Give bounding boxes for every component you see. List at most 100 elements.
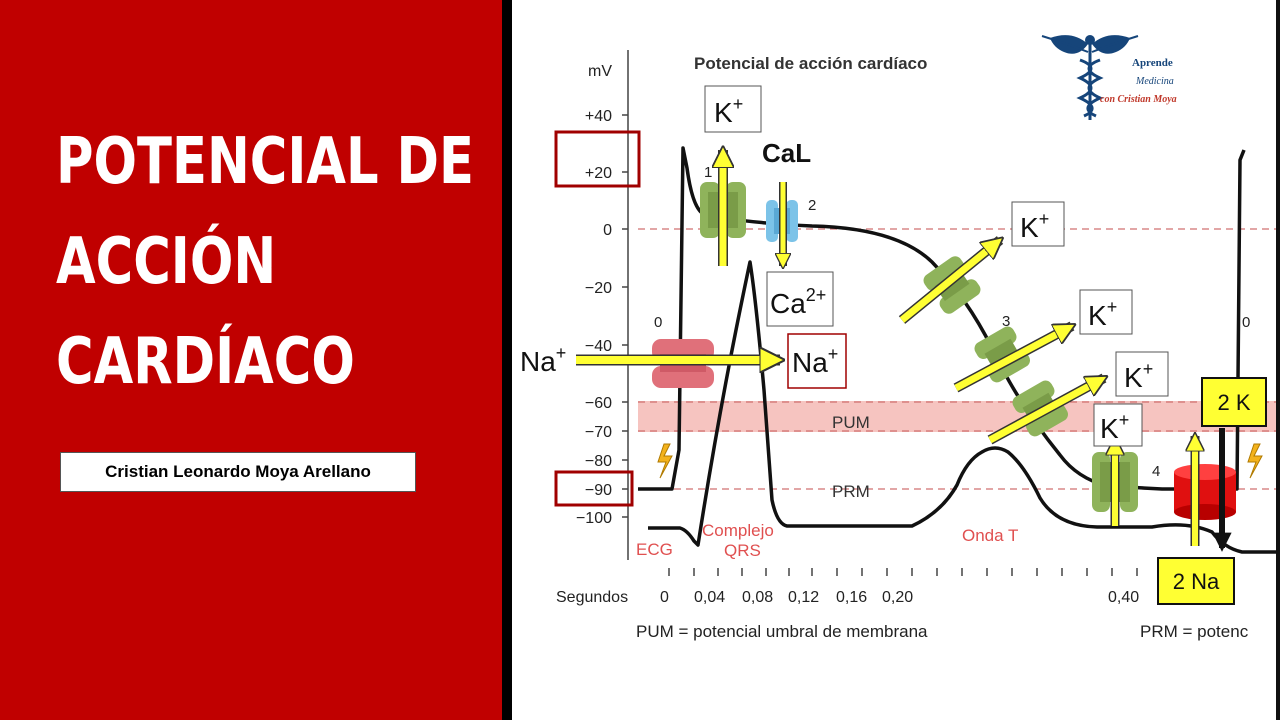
y-tick-labels: mV +40 +20 0 −20 −40 −60 −70 −80 −90 −10… [576, 63, 612, 527]
svg-text:K+: K+ [1020, 209, 1049, 243]
lightning-icon [657, 443, 673, 479]
ion-charge: + [556, 343, 567, 363]
sodium-potassium-pump [1174, 464, 1236, 520]
pump-na-text: 2 Na [1173, 569, 1220, 594]
ion-box-k-phase3-a: K+ [1011, 201, 1065, 247]
ion-symbol: Na [520, 346, 556, 377]
ion-symbol: K [1124, 362, 1143, 393]
svg-text:Ca2+: Ca2+ [770, 285, 826, 319]
ion-symbol: K [714, 97, 733, 128]
x-tick-label: 0,12 [788, 589, 819, 606]
ecg-label: ECG [636, 540, 673, 559]
qrs-label-line-2: QRS [724, 541, 761, 560]
logo-line-1: Aprende [1132, 57, 1173, 69]
x-tick-label: 0,04 [694, 589, 725, 606]
logo-line-2: Medicina [1135, 76, 1174, 87]
pum-label: PUM [832, 413, 870, 432]
y-tick-label: −20 [585, 280, 612, 297]
action-potential-diagram: mV +40 +20 0 −20 −40 −60 −70 −80 −90 −10… [520, 0, 1280, 720]
pump-k-text: 2 K [1217, 390, 1250, 415]
ion-box-k-phase4: K+ [1093, 403, 1143, 447]
x-tick-label: 0 [660, 589, 669, 606]
ion-charge: + [733, 94, 744, 114]
ecg-curve [648, 260, 1280, 554]
svg-text:K+: K+ [714, 94, 743, 128]
pump-label-na: 2 Na [1157, 557, 1235, 605]
phase-label: 3 [1002, 313, 1010, 330]
author-name: Cristian Leonardo Moya Arellano [105, 462, 371, 481]
ion-symbol: K [1020, 212, 1039, 243]
x-tick-label: 0,16 [836, 589, 867, 606]
ion-charge: + [1107, 297, 1118, 317]
ion-symbol: Ca [770, 288, 806, 319]
caduceus-icon [1041, 35, 1139, 120]
potassium-efflux-arrow [899, 240, 1000, 323]
y-tick-label: −70 [585, 424, 612, 441]
ion-charge: + [1143, 359, 1154, 379]
highlight-box-plus20 [554, 130, 641, 188]
ion-symbol: K [1088, 300, 1107, 331]
ion-symbol: Na [792, 347, 828, 378]
footnote-pum: PUM = potencial umbral de membrana [636, 622, 928, 641]
svg-text:K+: K+ [1088, 297, 1117, 331]
potassium-efflux-arrow [954, 322, 1072, 392]
x-axis-ticks [668, 568, 1138, 576]
ion-charge: 2+ [806, 285, 827, 305]
ion-charge: + [1039, 209, 1050, 229]
right-edge-bar [1276, 0, 1280, 720]
title-panel [0, 0, 502, 720]
y-axis-ticks [622, 114, 628, 518]
ion-symbol: K [1100, 413, 1119, 444]
y-unit-label: mV [588, 63, 612, 80]
highlight-box-minus90 [554, 470, 634, 507]
ion-box-k-phase3-c: K+ [1115, 351, 1169, 397]
phase-label: 4 [1152, 463, 1160, 480]
ion-box-ca: Ca2+ [766, 271, 834, 327]
ion-box-k-phase1: K+ [704, 85, 762, 133]
phase-label: 2 [808, 197, 816, 214]
footnote-prm: PRM = potenc [1140, 622, 1249, 641]
svg-text:Na+: Na+ [520, 343, 566, 377]
diagram-title: Potencial de acción cardíaco [694, 54, 927, 73]
ion-charge: + [1119, 410, 1130, 430]
ion-charge: + [828, 344, 839, 364]
y-tick-label: −80 [585, 453, 612, 470]
pum-band [638, 401, 1280, 432]
ion-box-na-inside: Na+ [787, 333, 847, 389]
y-tick-label: −100 [576, 510, 612, 527]
x-axis-label: Segundos [556, 589, 628, 606]
x-tick-label: 0,08 [742, 589, 773, 606]
x-tick-label: 0,40 [1108, 589, 1139, 606]
phase-label: 1 [704, 164, 712, 181]
main-title: POTENCIAL DE ACCIÓN CARDÍACO [56, 112, 474, 412]
logo-line-3: con Cristian Moya [1100, 94, 1177, 105]
t-wave-label: Onda T [962, 526, 1018, 545]
logo: Aprende Medicina con Cristian Moya [1041, 35, 1177, 120]
y-tick-label: −60 [585, 395, 612, 412]
title-line-1: POTENCIAL DE [56, 125, 474, 199]
pump-label-k: 2 K [1201, 377, 1267, 427]
title-line-3: CARDÍACO [56, 325, 355, 399]
svg-text:Na+: Na+ [792, 344, 838, 378]
panel-divider [502, 0, 512, 720]
author-box: Cristian Leonardo Moya Arellano [60, 452, 416, 492]
svg-text:K+: K+ [1124, 359, 1153, 393]
title-line-2: ACCIÓN [56, 225, 277, 299]
cal-label: CaL [762, 138, 811, 168]
prm-label: PRM [832, 482, 870, 501]
lightning-icon [1247, 443, 1263, 479]
x-tick-labels: Segundos 0 0,04 0,08 0,12 0,16 0,20 0,40 [556, 589, 1139, 606]
ion-label-na-outside: Na+ [520, 343, 566, 377]
y-tick-label: −90 [585, 482, 612, 499]
qrs-label-line-1: Complejo [702, 521, 774, 540]
phase-label: 0 [1242, 314, 1250, 331]
y-tick-label: 0 [603, 222, 612, 239]
phase-label: 0 [654, 314, 662, 331]
y-tick-label: −40 [585, 338, 612, 355]
potassium-efflux-arrow [988, 378, 1104, 444]
svg-text:K+: K+ [1100, 410, 1129, 444]
y-tick-label: +40 [585, 108, 612, 125]
potassium-channel [700, 182, 746, 238]
phase-labels: 0 1 2 3 4 0 [654, 164, 1250, 480]
ion-box-k-phase3-b: K+ [1079, 289, 1133, 335]
